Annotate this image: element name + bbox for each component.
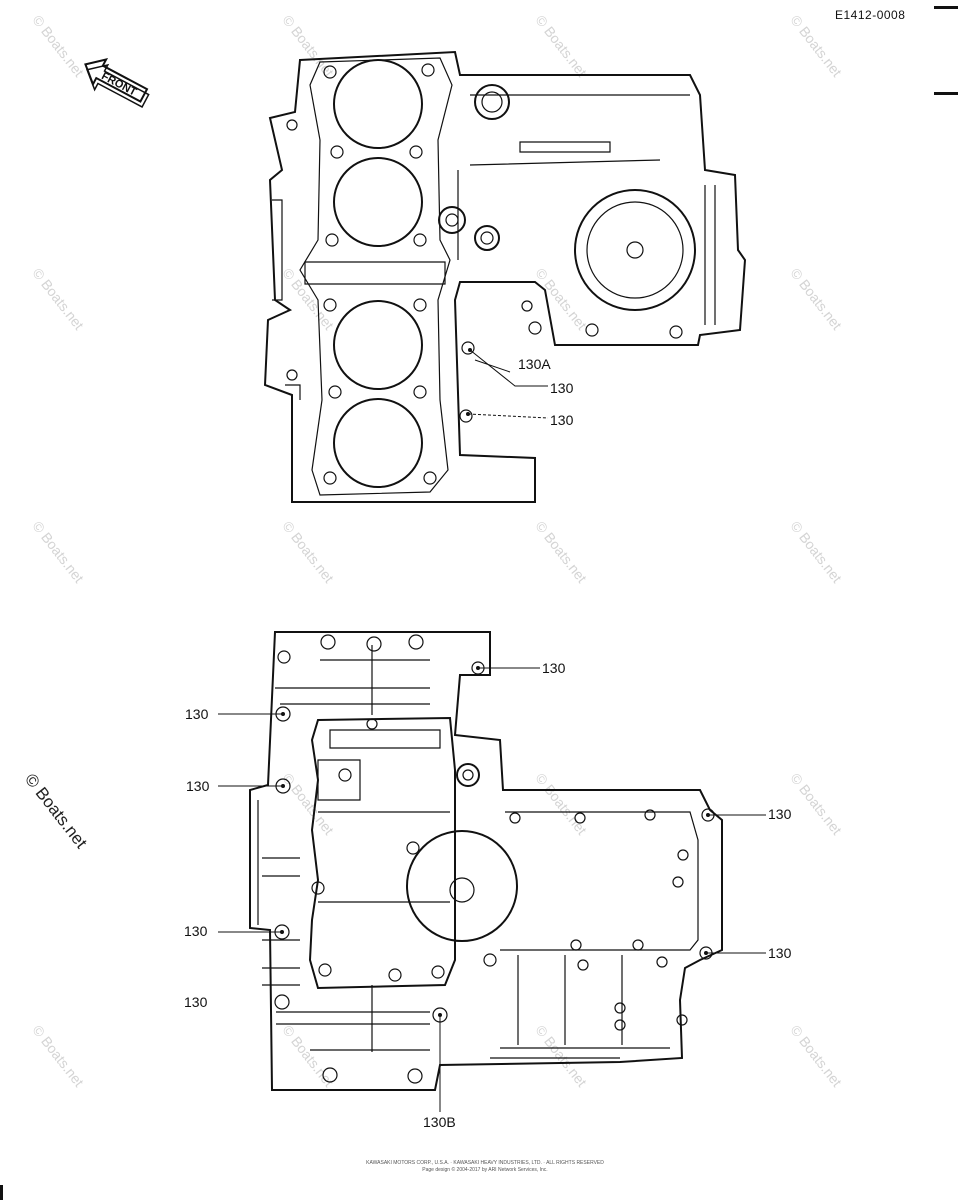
callout-130: 130 <box>542 660 566 676</box>
callout-130b: 130B <box>423 1114 456 1130</box>
footer-line: KAWASAKI MOTORS CORP., U.S.A. · KAWASAKI… <box>366 1160 604 1166</box>
callout-130: 130 <box>550 412 574 428</box>
callout-130: 130 <box>768 945 792 961</box>
callout-130: 130 <box>184 994 208 1010</box>
callout-130: 130 <box>768 806 792 822</box>
callout-130: 130 <box>184 923 208 939</box>
callout-130a: 130A <box>518 356 551 372</box>
callout-130: 130 <box>185 706 209 722</box>
callout-130: 130 <box>186 778 210 794</box>
callout-130: 130 <box>550 380 574 396</box>
copyright-footer: KAWASAKI MOTORS CORP., U.S.A. · KAWASAKI… <box>340 1160 630 1174</box>
footer-line: Page design © 2004-2017 by ARI Network S… <box>422 1167 548 1173</box>
diagram-code: E1412-0008 <box>835 8 906 22</box>
